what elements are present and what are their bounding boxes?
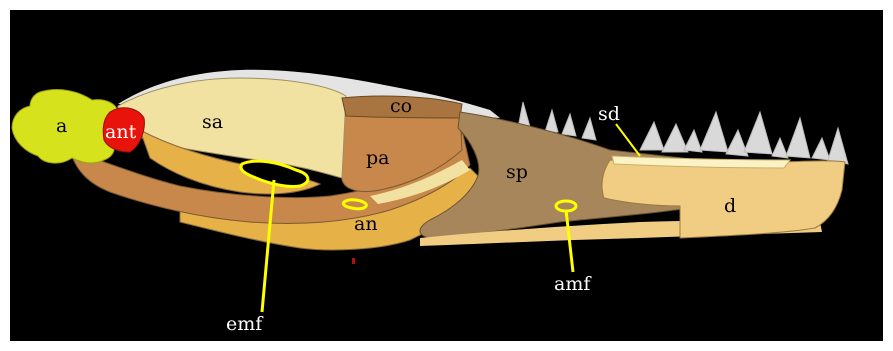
speck — [352, 258, 355, 264]
label-a: a — [56, 115, 67, 137]
label-ant: ant — [105, 121, 137, 143]
label-amf: amf — [554, 273, 592, 295]
label-sp: sp — [506, 161, 528, 183]
label-an: an — [354, 213, 378, 235]
label-d: d — [724, 195, 736, 217]
label-sa: sa — [202, 111, 223, 133]
label-emf: emf — [226, 313, 264, 335]
label-pa: pa — [366, 147, 390, 169]
label-sd: sd — [598, 103, 620, 125]
label-co: co — [390, 95, 412, 117]
